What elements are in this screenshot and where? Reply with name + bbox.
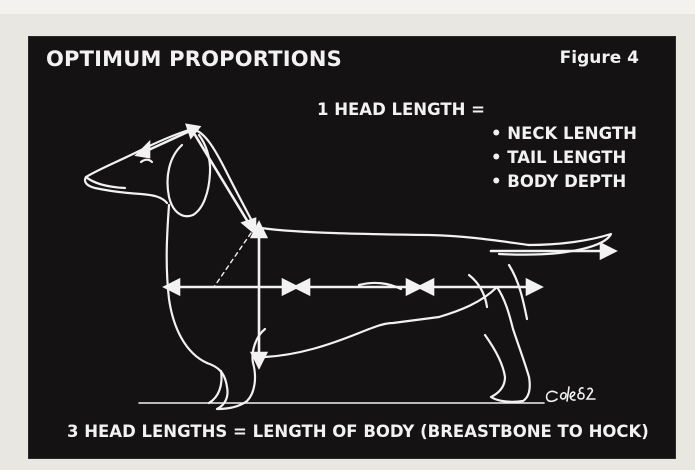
body-arrowhead-3a: [419, 280, 433, 294]
dog-rear-leg: [439, 287, 530, 402]
dog-rear-leg-back: [509, 265, 527, 319]
tail-arrowhead: [601, 244, 615, 258]
neck-length-arrow: [192, 130, 251, 227]
page-edge: [0, 0, 695, 14]
body-arrowhead-2a: [295, 280, 309, 294]
dog-head-outline: [85, 129, 192, 203]
figure-caption: 3 HEAD LENGTHS = LENGTH OF BODY (BREASTB…: [67, 422, 649, 441]
dog-eye: [141, 160, 152, 162]
dog-back: [192, 129, 529, 245]
figure-panel: OPTIMUM PROPORTIONS Figure 4 1 HEAD LENG…: [29, 37, 675, 458]
dachshund-drawing: [29, 37, 675, 458]
neck-arrowhead: [243, 219, 255, 233]
artist-signature: [547, 387, 595, 401]
body-arrowhead-3b: [527, 280, 541, 294]
dog-front-leg-inner: [209, 371, 222, 403]
shoulder-guide: [214, 233, 251, 287]
dog-belly: [265, 317, 439, 357]
